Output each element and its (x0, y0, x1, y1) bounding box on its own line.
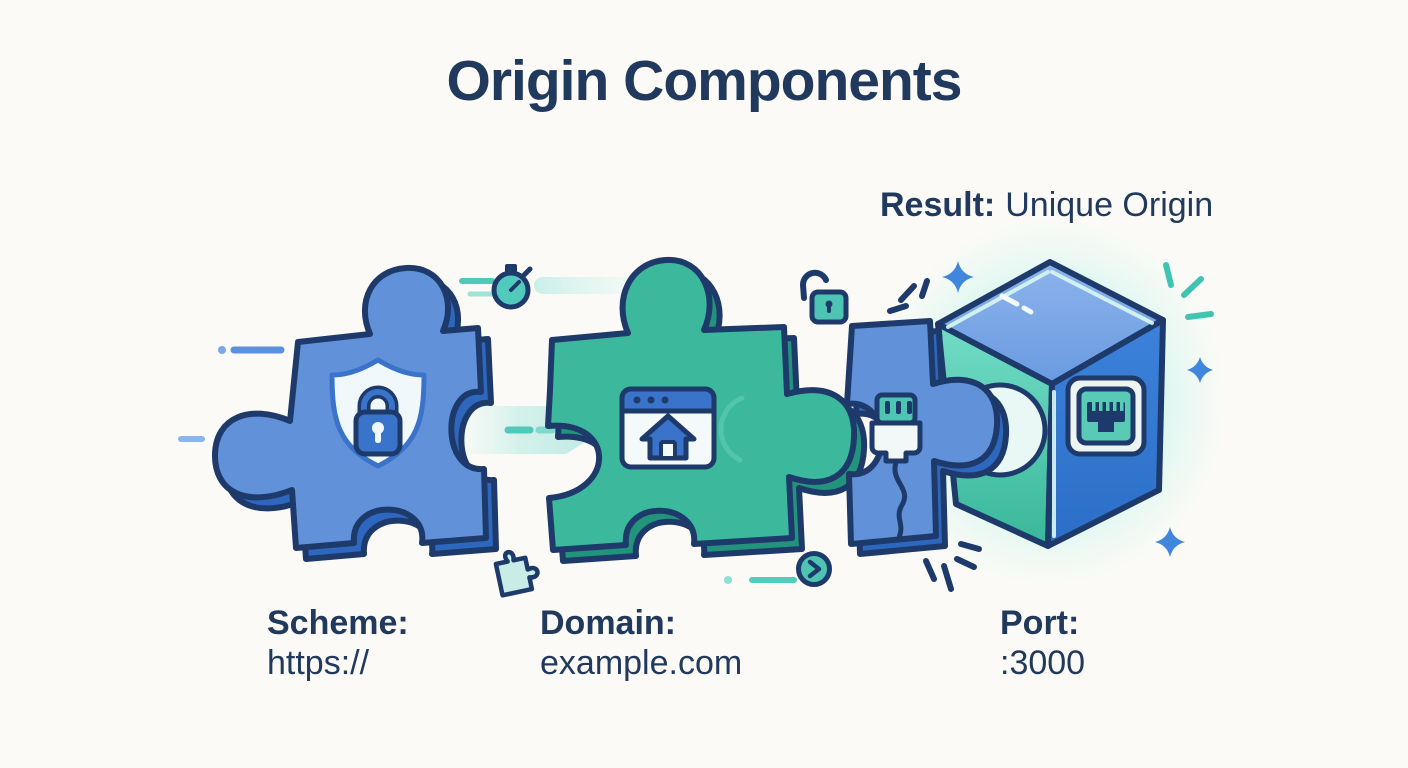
scheme-label: Scheme: (267, 604, 409, 642)
burst-lines-teal (1163, 262, 1214, 320)
result-label: Result: (880, 186, 996, 224)
scheme-label-block: Scheme: https:// (267, 603, 409, 683)
result-annotation: Result:Unique Origin (880, 186, 1213, 225)
port-value: :3000 (1000, 644, 1086, 682)
chevron-circle-icon (796, 551, 832, 587)
result-value: Unique Origin (1005, 186, 1214, 224)
port-label: Port: (1000, 604, 1080, 642)
port-label-block: Port: :3000 (1000, 603, 1085, 683)
burst-lines-navy (887, 278, 982, 592)
shield-lock-icon (329, 357, 427, 469)
sparkle-icons (942, 261, 1213, 557)
domain-label: Domain: (540, 604, 676, 642)
ethernet-port-icon (1065, 375, 1147, 457)
page-title: Origin Components (446, 49, 963, 113)
browser-home-icon (619, 386, 717, 470)
puzzle-piece-port (844, 318, 1010, 557)
domain-value: example.com (540, 644, 743, 682)
mini-puzzle-icon (493, 549, 540, 598)
puzzle-piece-domain (545, 256, 868, 564)
puzzle-piece-scheme (211, 264, 499, 562)
speed-lines-bottom (658, 563, 800, 584)
scheme-value: https:// (267, 644, 370, 682)
open-padlock-icon (799, 269, 849, 325)
usb-plug-icon (869, 392, 923, 543)
domain-label-block: Domain: example.com (540, 603, 742, 683)
speed-lines-left (152, 346, 285, 442)
